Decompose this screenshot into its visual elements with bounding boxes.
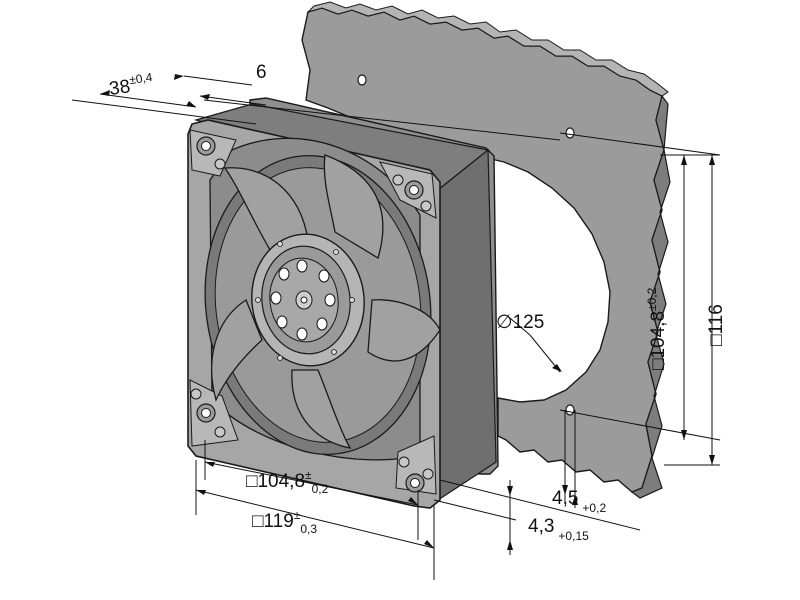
dim-hole-dia-value: 4,5 [552,488,578,509]
corner-boss-top-right [379,161,437,219]
dim-hole-pitch-v-value: 104,8 [648,311,669,359]
dimension-lines [71,75,721,580]
svg-text:□104,8±0,2: □104,8±0,2 [645,287,669,370]
dim-cutout-side-value: 116 [706,304,727,334]
dim-hole-pitch-vertical: □104,8±0,2 [645,287,669,370]
dim-fan-side-value: 119 [263,511,293,532]
dim-fan-hole-diameter: 4,3 +0,15 [528,516,589,543]
dim-hole-pitch-h-tol-sup: ± [305,468,312,482]
dim-hole-pitch-v-prefix: □ [648,358,669,370]
dim-cutout-dia-value: 125 [513,312,545,333]
dim-hole-dia-tol: +0,2 [582,501,606,515]
dim-cutout-dia-prefix: ∅ [496,312,513,333]
corner-boss-bottom-left [189,379,239,447]
panel-hole-bottom-right [565,404,575,416]
axial-fan [187,103,497,509]
dim-fan-side-tol-sup: ± [294,508,301,522]
dim-hole-dia-fan-value: 4,3 [528,516,554,537]
dim-fan-side-prefix: □ [252,511,264,532]
svg-text:□116: □116 [706,304,727,346]
dim-hole-dia-fan-tol: +0,15 [558,529,589,543]
mounting-hole [201,141,211,151]
dim-cutout-diameter: ∅125 [496,312,544,333]
dim-hole-pitch-h-value: 104,8 [257,471,305,492]
corner-boss-top-left [189,129,237,177]
svg-text:38±0,4: 38±0,4 [107,70,155,100]
dim-panel-hole-diameter: 4,5 +0,2 [552,488,606,515]
mounting-hole [409,185,419,195]
dim-fan-side-tol-sub: 0,3 [300,522,317,536]
dimension-arrows [100,74,715,550]
svg-text:□119±0,3: □119±0,3 [252,508,317,536]
dim-flange: 6 [256,62,267,83]
svg-text:4,3+0,15: 4,3 +0,15 [528,516,589,543]
dim-cutout-side-prefix: □ [706,334,727,346]
dim-depth: 38±0,4 [107,70,155,100]
mounting-hole [201,408,211,418]
dim-fan-side: □119±0,3 [252,508,317,536]
panel-hole-top-left [357,74,367,86]
svg-text:4,5+0,2: 4,5 +0,2 [552,488,606,515]
corner-boss-bottom-right [395,435,437,495]
hub [251,233,365,367]
impeller [211,154,441,449]
panel-hole-top-right [565,127,575,139]
dim-depth-value: 38 [108,76,132,100]
dim-hole-pitch-horizontal: □104,8±0,2 [246,468,329,496]
dim-hole-pitch-h-tol-sub: 0,2 [312,482,329,496]
svg-text:□104,8±0,2: □104,8±0,2 [246,468,329,496]
dim-cutout-side-vertical: □116 [706,304,727,346]
svg-text:∅125: ∅125 [496,312,544,333]
dim-hole-pitch-v-tol: ±0,2 [645,287,659,311]
dim-depth-tol: ±0,4 [128,70,153,87]
mounting-hole [410,478,420,488]
dim-hole-pitch-h-prefix: □ [246,471,258,492]
dim-flange-value: 6 [256,62,267,83]
